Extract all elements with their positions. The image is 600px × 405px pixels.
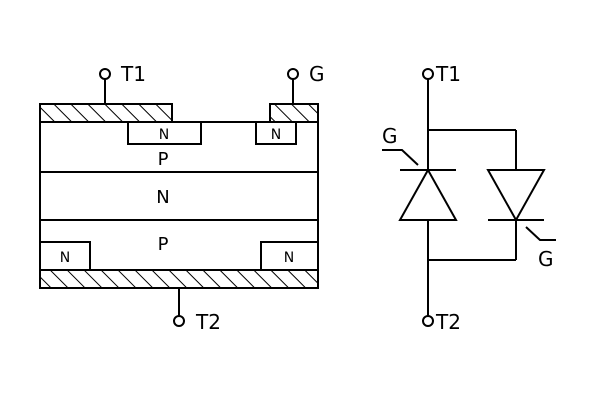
t2-terminal-node (173, 315, 185, 327)
t2-metal-contact (39, 269, 319, 289)
t2-terminal (173, 288, 185, 327)
symbol-right-diode-triangle (486, 169, 546, 223)
symbol-t2-label: T2 (435, 310, 461, 334)
n-region-top-right (255, 121, 297, 145)
symbol-left-gate-lead (382, 149, 419, 166)
n-region-bottom-left-label: N (60, 250, 70, 266)
symbol-t2-node (422, 315, 434, 327)
symbol-gate-left-label: G (382, 124, 398, 148)
p-layer-bottom-label: P (158, 234, 169, 255)
t2-label: T2 (195, 310, 221, 334)
triac-symbol (382, 68, 556, 327)
n-region-top-left (127, 121, 202, 145)
gate-metal-contact (269, 103, 319, 123)
n-region-bottom-left (39, 241, 91, 271)
gate-label: G (309, 62, 325, 86)
triac-structure: T1 G T2 (39, 62, 325, 334)
n-region-bottom-right-label: N (284, 250, 294, 266)
symbol-gate-right-label: G (538, 247, 554, 271)
p-layer-top-label: P (158, 149, 169, 170)
n-region-top-left-label: N (159, 127, 169, 143)
n-region-top-right-label: N (271, 127, 281, 143)
n-layer-middle-label: N (156, 187, 169, 208)
n-region-bottom-right (260, 241, 319, 271)
t1-label: T1 (120, 62, 146, 86)
symbol-t1-label: T1 (435, 62, 461, 86)
t1-terminal-node (99, 68, 111, 80)
t1-metal-contact (39, 103, 173, 123)
symbol-left-diode-triangle (398, 167, 458, 221)
gate-terminal (287, 68, 299, 104)
gate-terminal-node (287, 68, 299, 80)
t1-terminal (99, 68, 111, 104)
symbol-t1-node (422, 68, 434, 80)
symbol-right-gate-lead (525, 226, 556, 241)
